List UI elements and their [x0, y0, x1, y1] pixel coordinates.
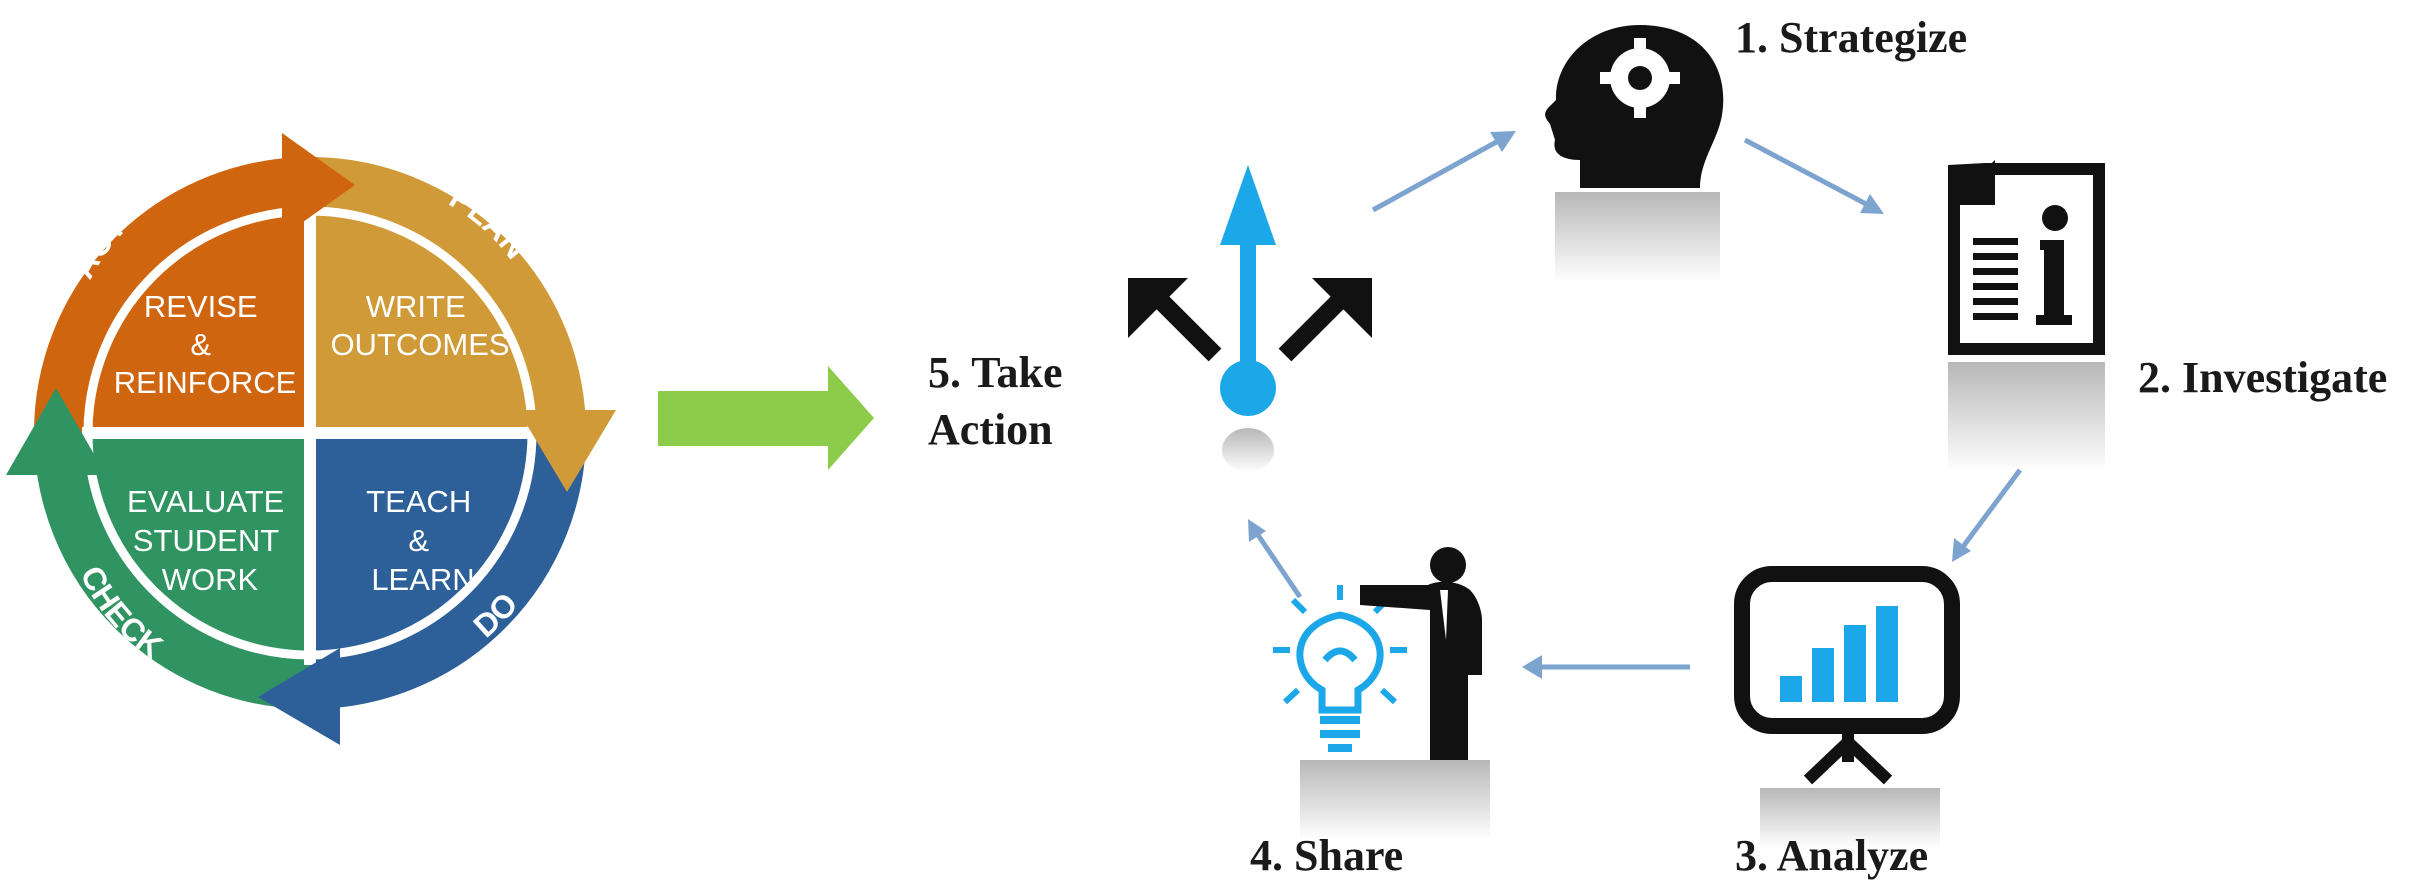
separator-horizontal: [82, 427, 538, 439]
do-quadrant-text: TEACH & LEARN: [366, 484, 480, 597]
step3-label: 3. Analyze: [1735, 831, 1928, 880]
check-arrowhead: [6, 388, 106, 475]
do-quadrant: [310, 433, 550, 673]
plan-quadrant-text: WRITE OUTCOMES: [330, 289, 509, 362]
step5-label: 5. Take Action: [928, 348, 1074, 454]
check-quadrant: [70, 433, 310, 673]
presenter-lightbulb-icon: [1273, 547, 1490, 840]
step2-label: 2. Investigate: [2138, 353, 2387, 402]
information-document-icon: [1948, 160, 2105, 472]
do-ring: [309, 432, 586, 709]
do-arrowhead: [258, 648, 340, 745]
branching-arrows-icon: [1128, 165, 1372, 472]
plan-ring: [309, 157, 586, 434]
step4-label: 4. Share: [1250, 831, 1403, 880]
act-arrowhead: [282, 133, 355, 237]
check-ring: [34, 432, 311, 709]
plan-quadrant: [310, 193, 550, 433]
pdca-cycle: REVISE & REINFORCE WRITE OUTCOMES EVALUA…: [6, 133, 616, 745]
act-ring: [34, 157, 311, 434]
act-quadrant-text: REVISE & REINFORCE: [114, 289, 297, 400]
act-quadrant: [70, 193, 310, 433]
connector-arrow: [658, 366, 874, 470]
check-quadrant-text: EVALUATE STUDENT WORK: [127, 484, 293, 597]
plan-arrowhead: [518, 410, 616, 492]
bar-chart-presentation-icon: [1734, 566, 1960, 848]
head-with-gear-icon: [1545, 25, 1724, 282]
flow-arrows: [1248, 131, 2023, 679]
step1-label: 1. Strategize: [1735, 13, 1967, 62]
